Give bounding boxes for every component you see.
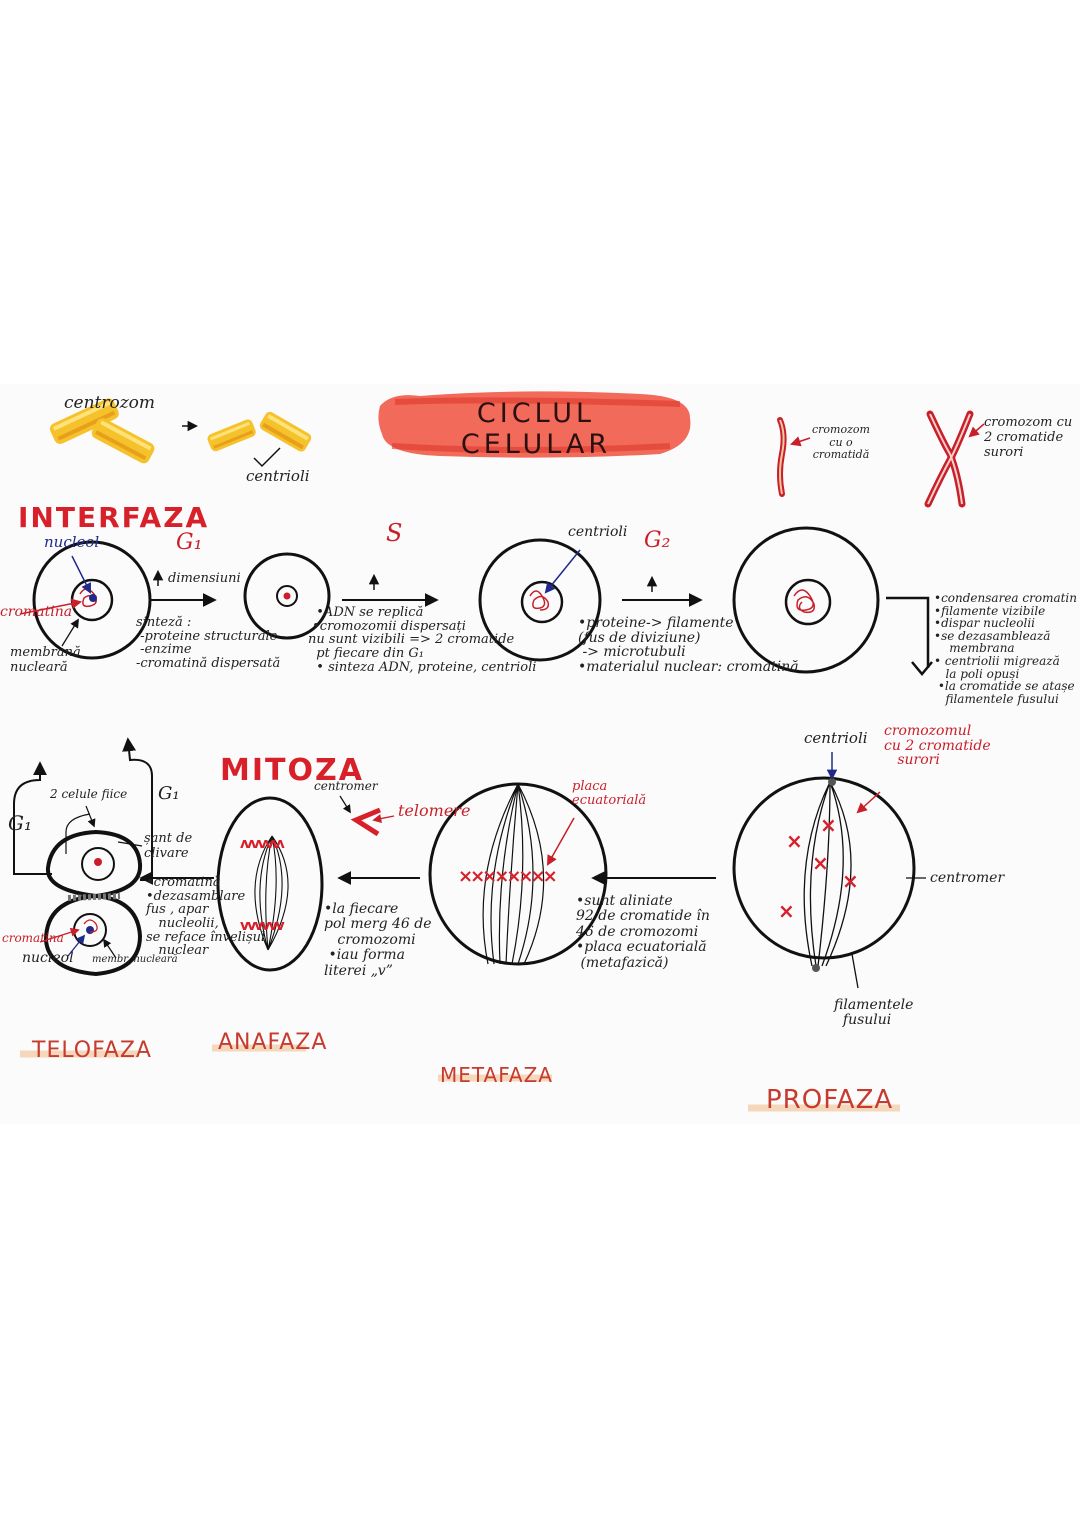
centrioli-prophase-label: centrioli: [804, 729, 868, 747]
cromatina-label: cromatina: [0, 604, 73, 620]
dimensiuni-label: dimensiuni: [168, 571, 241, 586]
chromosome-double-drawing: [924, 410, 985, 508]
g2-cell: [732, 526, 880, 674]
centrioli-top-label: centrioli: [246, 467, 310, 485]
page-title: CICLUL CELULAR: [460, 398, 612, 460]
s-notes: •ADN se replică •cromozomii dispersați n…: [308, 605, 537, 675]
svg-text:ʌʌʌʌʌʌ: ʌʌʌʌʌʌ: [240, 836, 285, 852]
interfaza-heading: INTERFAZA: [18, 501, 210, 534]
g1-label: G₁: [176, 530, 203, 555]
telomere-label: telomere: [398, 801, 471, 820]
telophase-nucleol-label: nucleol: [22, 950, 74, 966]
g1-left-label: G₁: [8, 811, 32, 835]
g1-cell-large: [19, 540, 152, 660]
title-banner: [378, 391, 691, 458]
anaphase-notes: •la fiecare pol merg 46 de cromozomi •ia…: [324, 901, 432, 979]
metafaza-label: METAFAZA: [440, 1063, 553, 1087]
svg-text:×: ×: [820, 813, 837, 837]
placa-ecuatoriala-label: placa ecuatorială: [572, 779, 647, 808]
anafaza-label: ANAFAZA: [218, 1030, 328, 1055]
centromer-prophase-label: centromer: [930, 870, 1005, 886]
cromozomul-label: cromozomul cu 2 cromatide surori: [884, 723, 991, 769]
mitoza-heading: MITOZA: [220, 753, 364, 788]
svg-text:×: ×: [842, 869, 859, 893]
arrow-interphase-to-mitosis: [886, 596, 930, 668]
g1-right-label: G₁: [158, 783, 180, 804]
g2-notes: •proteine-> filamente (fus de diviziune)…: [578, 615, 799, 676]
sant-clivare-label: șant de clivare: [144, 831, 193, 861]
prophase-cell: × × × × ×: [732, 752, 926, 989]
telophase-notes: •cromatină •dezasamblare fus , apar nucl…: [146, 875, 266, 959]
g1-notes: sinteză : -proteine structurale -enzime …: [136, 615, 281, 671]
membrana-label: membrană nucleară: [10, 645, 81, 675]
svg-text:×: ×: [812, 851, 829, 875]
metaphase-cell: ××××××××: [428, 782, 608, 966]
nucleol-label: nucleol: [44, 533, 100, 551]
telophase-cromatina-label: cromatina: [2, 931, 64, 945]
chromosome-two-label: cromozom cu 2 cromatide surori: [984, 415, 1073, 460]
telophase-cells: [13, 737, 153, 977]
notes-sheet: × × × × × ×××××××× ʌʌʌʌʌʌ vvvvvv: [0, 384, 1080, 1124]
prophase-notes: •condensarea cromatin •filamente vizibil…: [934, 591, 1077, 706]
telophase-membrana-label: membr. nucleară: [92, 954, 178, 965]
s-label: S: [386, 519, 403, 547]
s-cell: [478, 538, 602, 662]
anaphase-cell: ʌʌʌʌʌʌ vvvvvv: [216, 795, 395, 972]
celule-fiice-label: 2 celule fiice: [50, 787, 128, 801]
g2-label: G₂: [644, 528, 671, 553]
centrosome-doodle: [49, 398, 312, 468]
chromosome-single-drawing: [777, 417, 811, 497]
svg-text:×: ×: [778, 899, 795, 923]
svg-text:vvvvvv: vvvvvv: [240, 918, 285, 934]
centrioli-interphase-label: centrioli: [568, 524, 628, 540]
diagram-drawings: × × × × × ×××××××× ʌʌʌʌʌʌ vvvvvv: [13, 391, 985, 1112]
g1-cell-small: [243, 552, 331, 640]
centromer-anaphase-label: centromer: [314, 779, 378, 793]
metaphase-notes: •sunt aliniate 92 de cromatide în 46 de …: [576, 893, 710, 971]
svg-text:×: ×: [786, 829, 803, 853]
telofaza-label: TELOFAZA: [32, 1038, 152, 1063]
profaza-label: PROFAZA: [766, 1085, 894, 1115]
chromosome-one-label: cromozom cu o cromatidă: [812, 423, 870, 462]
svg-text:××××××××: ××××××××: [458, 866, 556, 887]
filamentele-label: filamentele fusului: [834, 997, 914, 1029]
centrozom-label: centrozom: [64, 393, 156, 413]
